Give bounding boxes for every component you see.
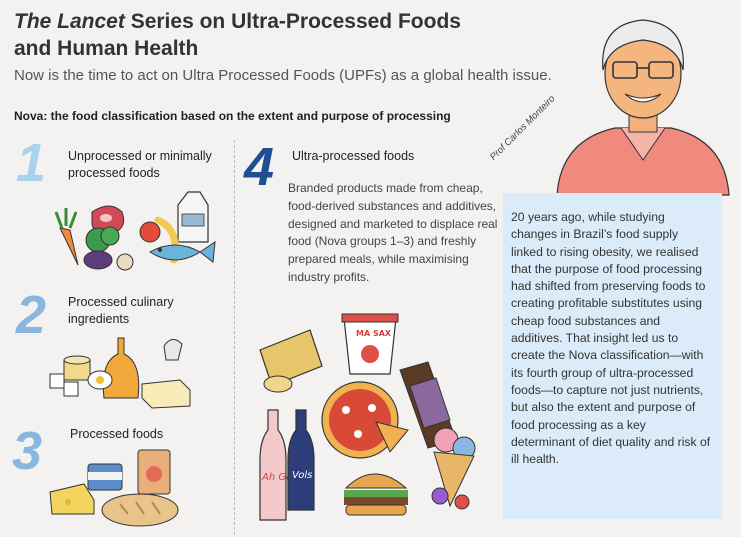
title-line2: and Human Health: [14, 37, 199, 60]
group-3-label: Processed foods: [70, 427, 164, 441]
unprocessed-foods-illustration: [54, 191, 216, 271]
group-4-label: Ultra-processed foods: [292, 149, 415, 163]
quote-text: 20 years ago, while studying changes in …: [511, 210, 711, 467]
group-1-label: Unprocessed or minimally processed foods: [68, 149, 212, 180]
group-1-number: 1: [16, 133, 47, 193]
page-title: The Lancet Series on Ultra-Processed Foo…: [14, 8, 494, 62]
group-4-number: 4: [244, 137, 275, 197]
bottle-1-label: Ah Gol: [261, 472, 295, 483]
classification-heading: Nova: the food classification based on t…: [14, 109, 451, 123]
title-series: Series on Ultra-Processed Foods: [124, 10, 461, 33]
group-3-number: 3: [12, 421, 43, 481]
cup-brand-label: MA SAX: [356, 329, 392, 338]
title-lancet: The Lancet: [14, 10, 125, 33]
processed-foods-illustration: [49, 449, 179, 527]
page-subtitle: Now is the time to act on Ultra Processe…: [14, 67, 552, 84]
group-2-label: Processed culinary ingredients: [68, 295, 174, 326]
group-2-number: 2: [16, 285, 47, 345]
column-divider: [234, 140, 235, 535]
group-4-description: Branded products made from cheap, food-d…: [288, 181, 498, 284]
culinary-ingredients-illustration: [49, 337, 191, 409]
bottle-2-label: Vols: [292, 470, 312, 481]
ultra-processed-foods-illustration: MA SAX Ah Gol Vols: [259, 313, 476, 521]
quote-box: 20 years ago, while studying changes in …: [503, 193, 722, 519]
professor-portrait: [556, 19, 730, 196]
